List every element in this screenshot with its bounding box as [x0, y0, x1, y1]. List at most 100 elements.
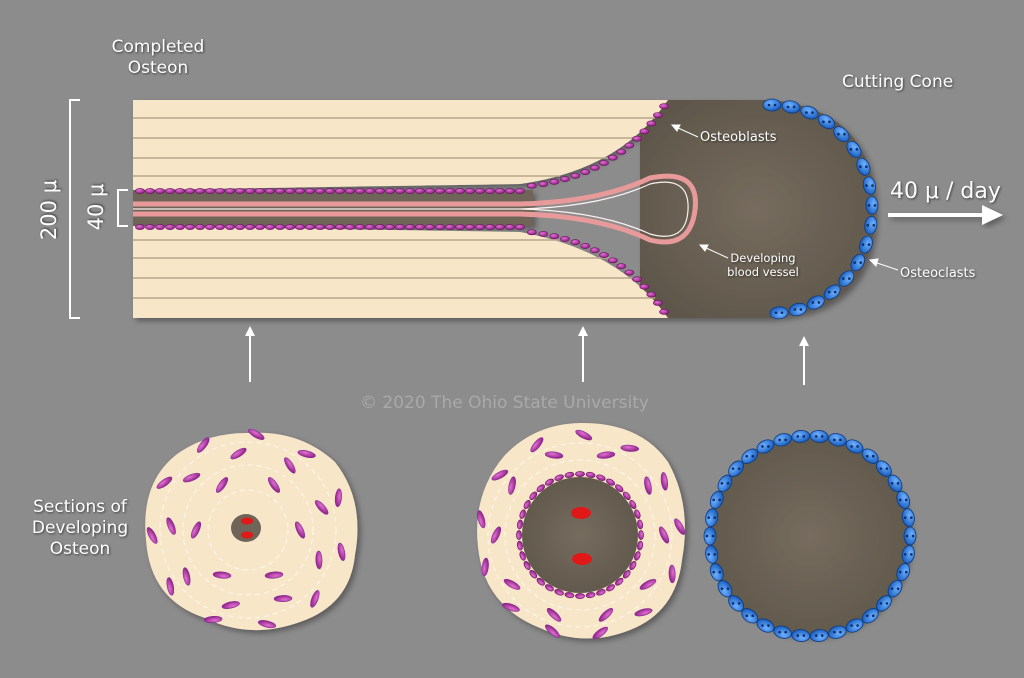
cross-section-3-cavity — [710, 436, 910, 636]
osteoclast-cell — [861, 448, 879, 464]
osteoblast-cell — [599, 160, 609, 166]
osteoblast-cell — [495, 224, 505, 230]
osteoblast-cell — [639, 283, 650, 290]
osteoclast-cell — [769, 306, 789, 320]
osteoblast-cell — [637, 540, 644, 551]
osteoblast-cell — [616, 263, 627, 270]
osteoblast-cell — [415, 224, 425, 230]
osteocyte-cell — [596, 451, 616, 459]
osteoblast-cell — [225, 224, 235, 230]
osteoblast-cell — [646, 291, 657, 298]
osteoblast-cell — [519, 509, 526, 519]
cross-section-2-osteoblast-ring — [516, 471, 644, 599]
osteoclast-cell — [773, 625, 792, 639]
osteoblast-cell — [295, 224, 305, 230]
osteocyte-cell — [284, 457, 296, 474]
osteoblast-cell — [652, 300, 663, 306]
osteocyte-cell — [264, 571, 284, 579]
osteoblast-cell — [255, 224, 265, 230]
osteoblast-cell — [523, 561, 531, 570]
osteoclast-cell — [756, 439, 775, 454]
cross-section-2-canal — [522, 477, 638, 593]
osteoclast-cell — [846, 140, 862, 158]
osteoblast-cell — [624, 269, 635, 276]
osteoclast-cell — [817, 114, 836, 130]
osteoblast-cell — [245, 224, 255, 230]
osteoblast-cell — [580, 243, 591, 249]
osteoclast-cell — [864, 215, 878, 235]
label-pointers — [670, 124, 899, 271]
osteoblast-cell — [505, 188, 515, 194]
osteoblast-cell — [335, 224, 345, 230]
osteoclast-cell — [781, 100, 801, 114]
osteoblast-cell — [155, 188, 165, 194]
osteoblast-cell — [165, 188, 175, 194]
osteoblast-cell — [365, 224, 375, 230]
osteoblast-cell — [445, 188, 455, 194]
osteocyte-cell — [530, 437, 544, 453]
osteoblast-cell — [175, 224, 185, 230]
osteoblast-cell — [475, 224, 485, 230]
osteoblast-cell — [455, 188, 465, 194]
osteoblast-cell — [564, 592, 575, 599]
osteoblast-cell — [634, 551, 641, 561]
osteoblast-cell — [275, 188, 285, 194]
osteocyte-cell — [544, 451, 564, 459]
osteocyte-cell — [310, 590, 320, 608]
osteoblast-cell — [570, 239, 581, 246]
osteoblast-cell — [265, 224, 275, 230]
developing-blood-vessel-label: Developing blood vessel — [727, 251, 799, 279]
osteoblast-cell — [589, 164, 600, 171]
cross-section-3-osteoclast-ring — [703, 429, 917, 643]
osteocyte-cell — [230, 447, 247, 460]
osteoblast-cell — [632, 135, 642, 142]
osteoblast-cell — [523, 500, 531, 509]
osteoclast-cell — [791, 429, 811, 443]
osteocyte-cell — [337, 542, 346, 561]
osteoblast-cell — [560, 176, 570, 182]
osteoblast-cell — [135, 188, 145, 194]
osteoclast-cell — [809, 629, 829, 643]
osteoblast-cell — [607, 154, 618, 161]
osteoblast-cell — [606, 584, 615, 592]
osteoblast-cell — [638, 530, 644, 540]
osteoblast-cell — [575, 593, 585, 599]
osteoblast-cell — [659, 103, 669, 110]
osteoclast-cell — [741, 448, 759, 464]
osteoblast-cell — [305, 188, 315, 194]
osteocyte-cell — [314, 500, 329, 515]
osteocyte-cell — [315, 550, 323, 570]
scale-bracket-40 — [117, 189, 128, 227]
osteoblast-cell — [515, 224, 525, 230]
osteocyte-cell — [267, 477, 281, 493]
osteocyte-cell — [620, 444, 639, 452]
osteoblast-cell — [632, 276, 642, 283]
osteoblast-cell — [355, 224, 365, 230]
osteoclast-cell — [728, 460, 745, 477]
osteoblast-cell — [345, 188, 355, 194]
osteoclast-cell — [861, 608, 879, 624]
osteoblast-cell — [529, 491, 538, 500]
osteoclast-cell — [791, 629, 811, 643]
cross-section-cutting-cone — [710, 436, 910, 636]
osteoblast-cell — [425, 188, 435, 194]
central-canal — [133, 190, 533, 226]
osteoblast-cell — [175, 188, 185, 194]
osteoclast-cell — [806, 295, 825, 310]
osteoblast-cell — [526, 229, 537, 236]
osteoblast-cell — [545, 584, 554, 592]
osteoblast-cell — [519, 551, 526, 561]
osteocyte-cell — [196, 437, 210, 453]
osteoblast-cell — [607, 257, 618, 264]
osteocyte-cell — [182, 472, 201, 483]
osteoblast-cell — [485, 188, 495, 194]
osteoblast-cell — [554, 474, 564, 481]
osteoblast-cell — [425, 224, 435, 230]
scale-bracket-200 — [69, 99, 80, 319]
osteoblast-cell — [634, 509, 641, 519]
osteoblast-cell — [615, 577, 624, 586]
lamella-lines — [133, 117, 655, 299]
osteoblast-cell — [155, 224, 165, 230]
inner-diameter-label: 40 μ — [84, 183, 108, 231]
